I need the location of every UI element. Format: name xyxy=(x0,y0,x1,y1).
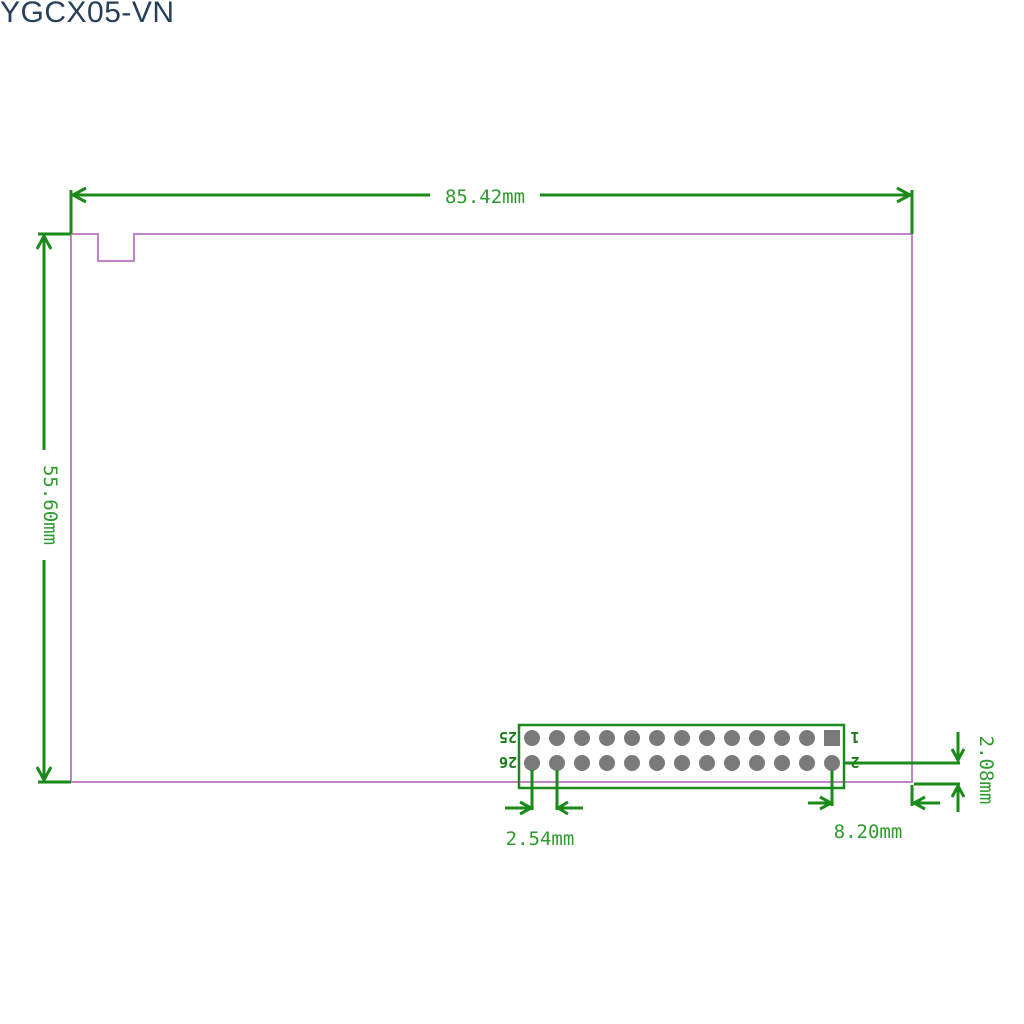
header-pin xyxy=(749,730,765,746)
pin-header-outline xyxy=(517,723,846,790)
header-pin xyxy=(599,730,615,746)
header-pin xyxy=(524,730,540,746)
header-pin xyxy=(799,730,815,746)
header-pin xyxy=(699,730,715,746)
offset-x-label: 8.20mm xyxy=(834,821,903,843)
header-pin xyxy=(749,755,765,771)
pin-label-26: 26 xyxy=(499,753,517,771)
header-pin xyxy=(674,755,690,771)
header-pin xyxy=(774,755,790,771)
header-pin xyxy=(699,755,715,771)
offset-y-dimension: 2.08mm xyxy=(844,732,997,812)
width-label: 85.42mm xyxy=(445,186,525,208)
header-pin xyxy=(824,755,840,771)
height-label: 55.60mm xyxy=(39,465,61,545)
header-pin xyxy=(674,730,690,746)
pin-header xyxy=(524,730,840,771)
diagram-title: YGCX05-VN xyxy=(0,0,175,29)
header-pin xyxy=(624,755,640,771)
header-pin xyxy=(724,730,740,746)
header-pin xyxy=(774,730,790,746)
pin-label-1: 1 xyxy=(850,728,859,746)
header-pin xyxy=(799,755,815,771)
pitch-label: 2.54mm xyxy=(506,828,575,850)
header-pin xyxy=(574,755,590,771)
board-outline xyxy=(70,233,913,783)
header-pin xyxy=(724,755,740,771)
header-pin xyxy=(549,755,565,771)
header-pin xyxy=(624,730,640,746)
header-pin xyxy=(574,730,590,746)
header-pin xyxy=(649,755,665,771)
header-pin xyxy=(524,755,540,771)
pin-label-25: 25 xyxy=(499,728,517,746)
header-pin xyxy=(549,730,565,746)
header-pin xyxy=(599,755,615,771)
pitch-dimension: 2.54mm xyxy=(505,770,583,850)
header-pin xyxy=(824,730,840,746)
header-pin xyxy=(649,730,665,746)
offset-y-label: 2.08mm xyxy=(975,736,997,805)
height-dimension: 55.60mm xyxy=(35,232,71,784)
width-dimension: 85.42mm xyxy=(69,186,914,234)
offset-x-dimension: 8.20mm xyxy=(808,770,940,843)
